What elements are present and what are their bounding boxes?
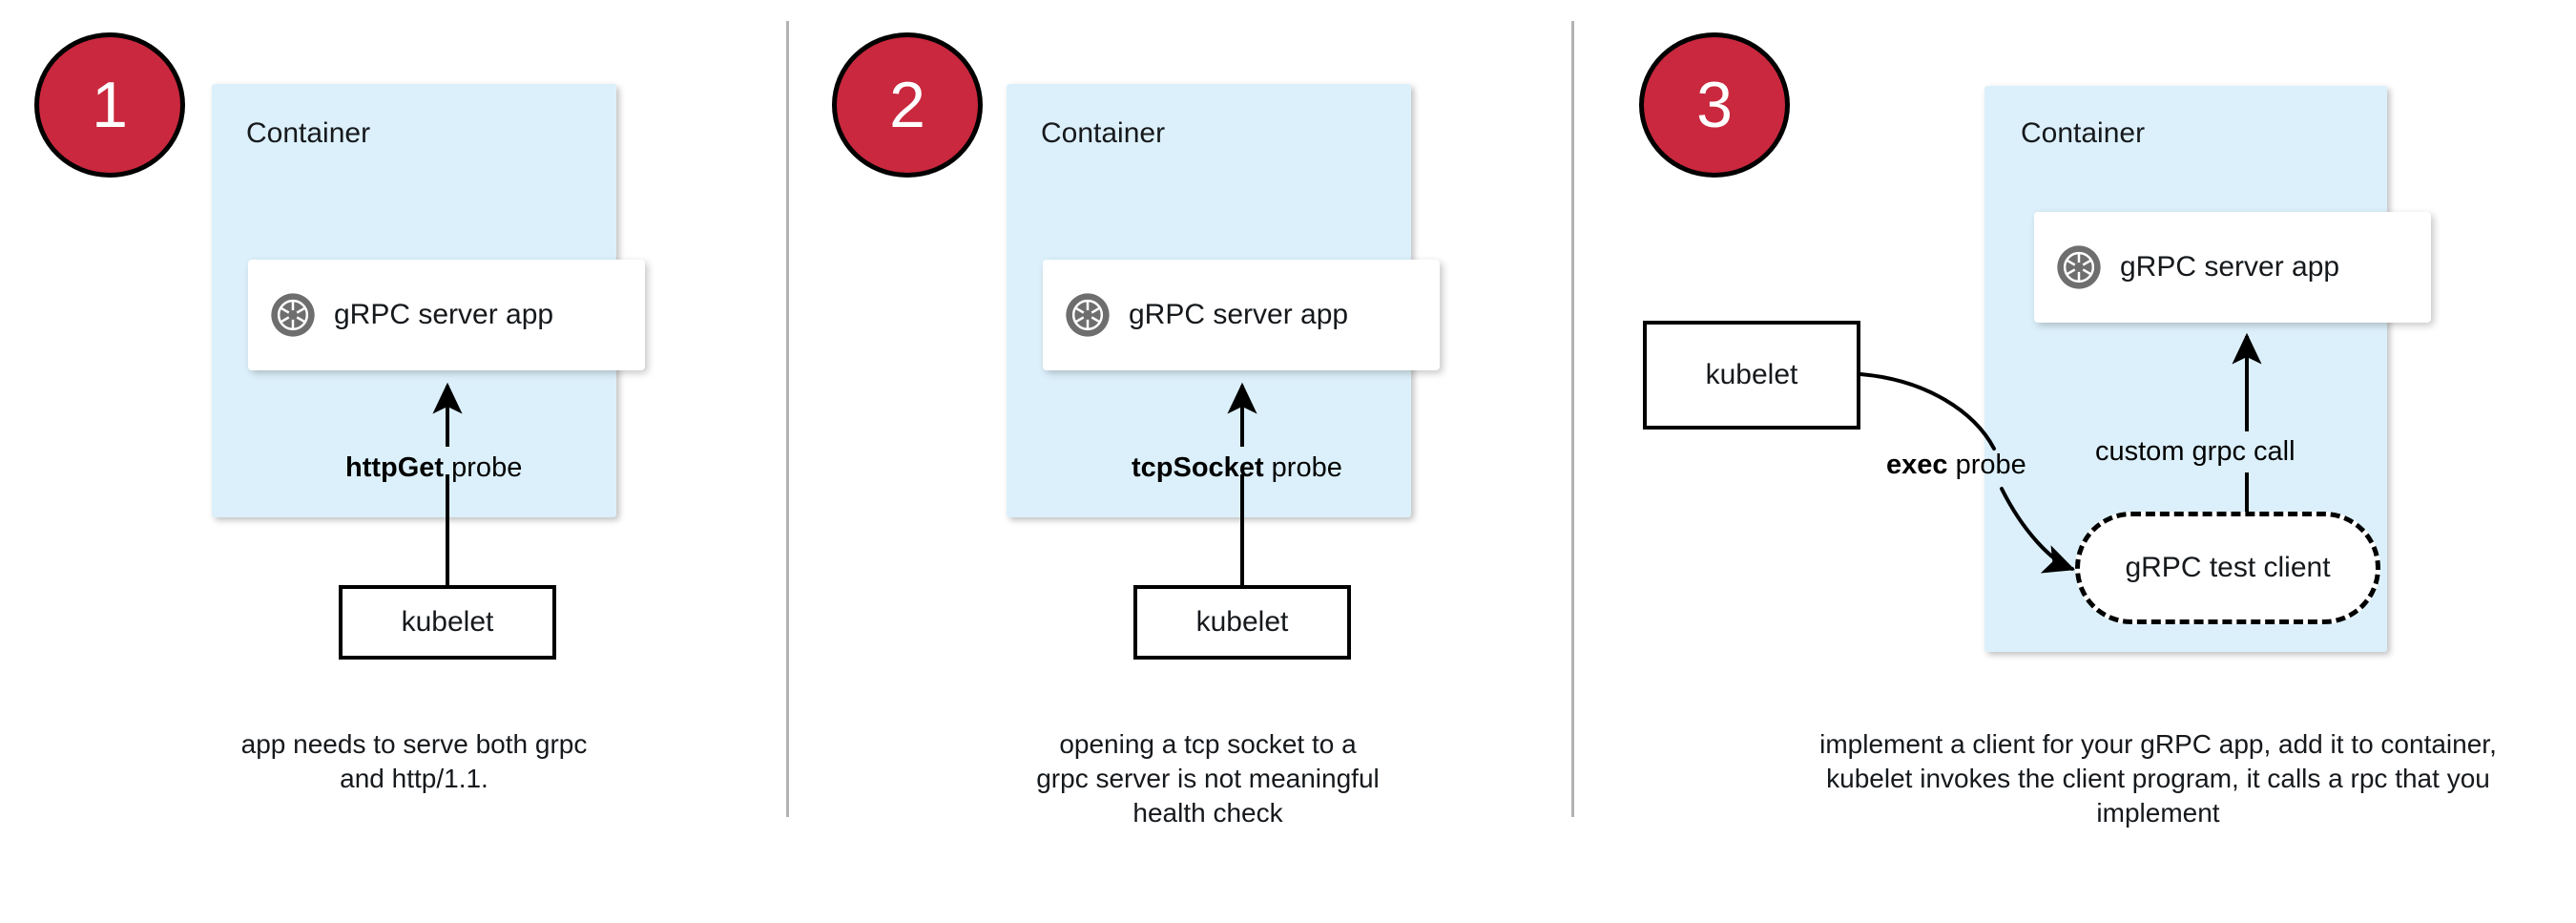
grpc-aperture-icon	[269, 291, 317, 339]
kubelet-box-2: kubelet	[1133, 585, 1351, 660]
probe-kind-3: exec	[1886, 450, 1948, 480]
kubelet-box-1: kubelet	[339, 585, 556, 660]
step-badge-2: 2	[832, 32, 983, 178]
grpc-server-app-card-2: gRPC server app	[1043, 260, 1440, 370]
grpc-aperture-icon	[1064, 291, 1111, 339]
panel-caption-3: implement a client for your gRPC app, ad…	[1819, 729, 2497, 828]
probe-word-2: probe	[1263, 452, 1342, 483]
kubelet-box-3: kubelet	[1643, 321, 1860, 430]
probe-word-1: probe	[444, 452, 523, 483]
custom-grpc-call-label: custom grpc call	[2095, 436, 2296, 467]
grpc-aperture-icon	[2055, 243, 2103, 291]
exec-probe-label: exec probe	[1886, 450, 2026, 481]
httpget-probe-label: httpGet probe	[345, 452, 523, 484]
grpc-server-app-label-2: gRPC server app	[1129, 299, 1349, 330]
container-label-3: Container	[2021, 117, 2146, 149]
panel-divider-1	[786, 21, 789, 817]
panel-divider-2	[1571, 21, 1574, 817]
tcpsocket-probe-label: tcpSocket probe	[1132, 452, 1342, 484]
container-label-1: Container	[246, 117, 371, 149]
grpc-server-app-label-3: gRPC server app	[2120, 251, 2340, 283]
probe-kind-1: httpGet	[345, 452, 445, 483]
probe-word-3: probe	[1947, 450, 2026, 480]
step-badge-1: 1	[34, 32, 185, 178]
container-label-2: Container	[1041, 117, 1166, 149]
panel-caption-1: app needs to serve both grpc and http/1.…	[240, 729, 588, 793]
panel-caption-2: opening a tcp socket to a grpc server is…	[1036, 729, 1380, 828]
grpc-server-app-card-1: gRPC server app	[248, 260, 645, 370]
grpc-server-app-card-3: gRPC server app	[2034, 212, 2431, 323]
grpc-server-app-label-1: gRPC server app	[334, 299, 554, 330]
grpc-test-client-box: gRPC test client	[2075, 512, 2380, 624]
exec-probe-arrow	[1859, 372, 2076, 574]
step-badge-3: 3	[1639, 32, 1790, 178]
